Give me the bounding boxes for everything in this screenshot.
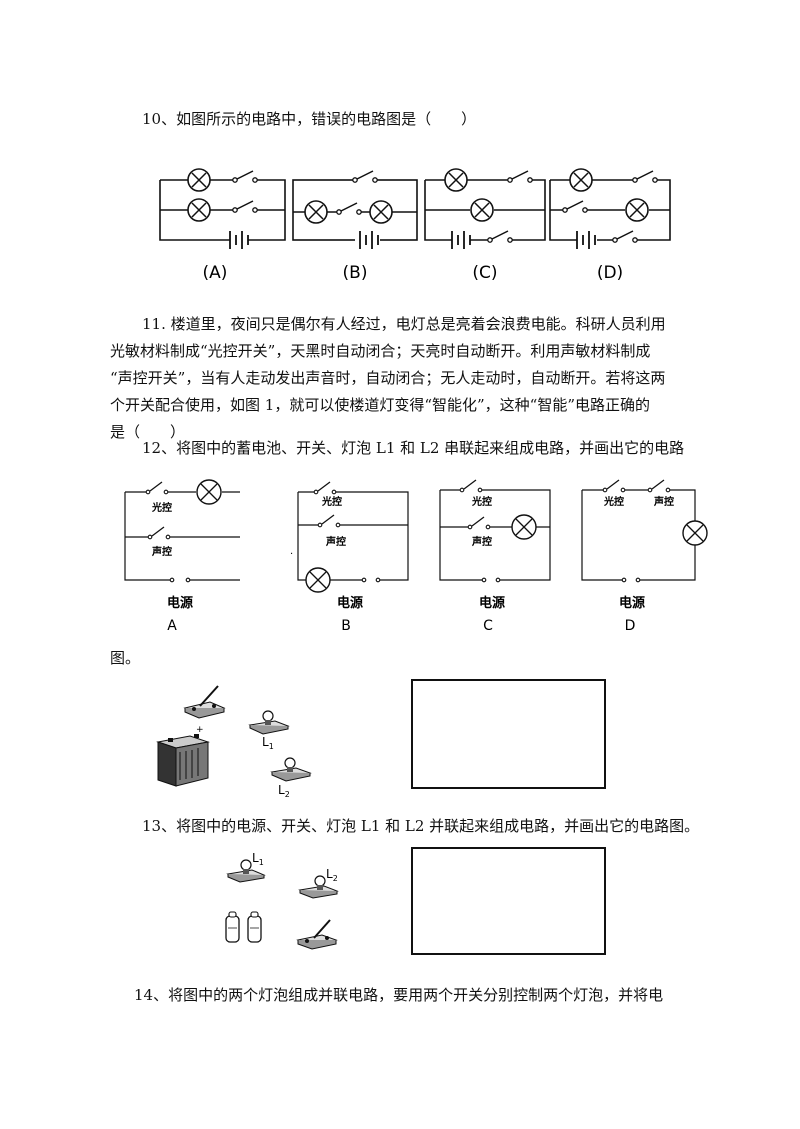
option-d: 光控 声控 电源 D — [581, 479, 708, 634]
q14-question: 14、将图中的两个灯泡组成并联电路，要用两个开关分别控制两个灯泡，并将电 — [134, 986, 664, 1004]
q11-question: 11. 楼道里，夜间只是偶尔有人经过，电灯总是亮着会浪费电能。科研人员利用 光敏… — [110, 315, 666, 441]
svg-text:光控: 光控 — [603, 495, 624, 508]
svg-text:声控: 声控 — [471, 535, 492, 548]
label-a: (A) — [203, 263, 228, 283]
option-b: 光控 声控 电源 B · — [290, 481, 409, 634]
bulb-l1-component: L1 — [226, 851, 266, 883]
svg-text:C: C — [483, 618, 493, 634]
circuit-c — [424, 168, 546, 250]
q12-components: L1 + L2 — [156, 685, 312, 799]
svg-text:L2: L2 — [278, 783, 290, 799]
bulb-l1-component: L1 — [248, 710, 290, 751]
svg-text:电源: 电源 — [479, 595, 505, 611]
circuit-b — [292, 170, 418, 250]
bulb-l2-component: L2 — [298, 867, 339, 899]
q10-question: 10、如图所示的电路中，错误的电路图是（ ） — [142, 110, 477, 128]
svg-text:+: + — [196, 725, 204, 735]
label-d: (D) — [597, 263, 623, 283]
svg-text:光控: 光控 — [321, 495, 342, 508]
svg-text:B: B — [341, 618, 351, 634]
svg-text:光控: 光控 — [151, 501, 172, 514]
battery-component: + — [156, 725, 210, 787]
svg-text:声控: 声控 — [325, 535, 346, 548]
svg-text:L1: L1 — [252, 851, 264, 867]
switch-component — [296, 919, 338, 950]
svg-text:A: A — [167, 618, 177, 634]
q13-components: L1 L2 — [225, 851, 339, 950]
label-c: (C) — [472, 263, 497, 283]
q10-circuit-figure: (A) (B) (C) (D) — [159, 168, 671, 283]
switch-component — [183, 685, 226, 719]
circuit-d — [549, 168, 671, 250]
circuit-a — [159, 168, 286, 250]
option-a: 光控 声控 电源 A — [124, 479, 240, 634]
q12-question: 12、将图中的蓄电池、开关、灯泡 L1 和 L2 串联起来组成电路，并画出它的电… — [142, 439, 685, 457]
svg-text:电源: 电源 — [337, 595, 363, 611]
svg-text:电源: 电源 — [619, 595, 645, 611]
bulb-l2-component: L2 — [270, 757, 312, 799]
svg-text:L1: L1 — [262, 735, 274, 751]
q13-answer-box[interactable] — [411, 847, 606, 955]
q13-question: 13、将图中的电源、开关、灯泡 L1 和 L2 并联起来组成电路，并画出它的电路… — [142, 817, 700, 835]
svg-text:D: D — [625, 618, 636, 634]
svg-text:L2: L2 — [326, 867, 338, 883]
option-c: 光控 声控 电源 C — [439, 479, 551, 634]
label-b: (B) — [343, 263, 368, 283]
svg-text:声控: 声控 — [151, 545, 172, 558]
svg-text:·: · — [290, 549, 293, 560]
svg-text:电源: 电源 — [167, 595, 193, 611]
q12-question-end: 图。 — [110, 649, 141, 667]
battery-cells-component — [225, 911, 262, 943]
svg-text:光控: 光控 — [471, 495, 492, 508]
q12-answer-box[interactable] — [411, 679, 606, 789]
q12-circuit-options: 光控 声控 电源 A 光控 声控 电源 B · 光控 声控 电源 C 光控 声控… — [124, 479, 708, 634]
svg-text:声控: 声控 — [653, 495, 674, 508]
